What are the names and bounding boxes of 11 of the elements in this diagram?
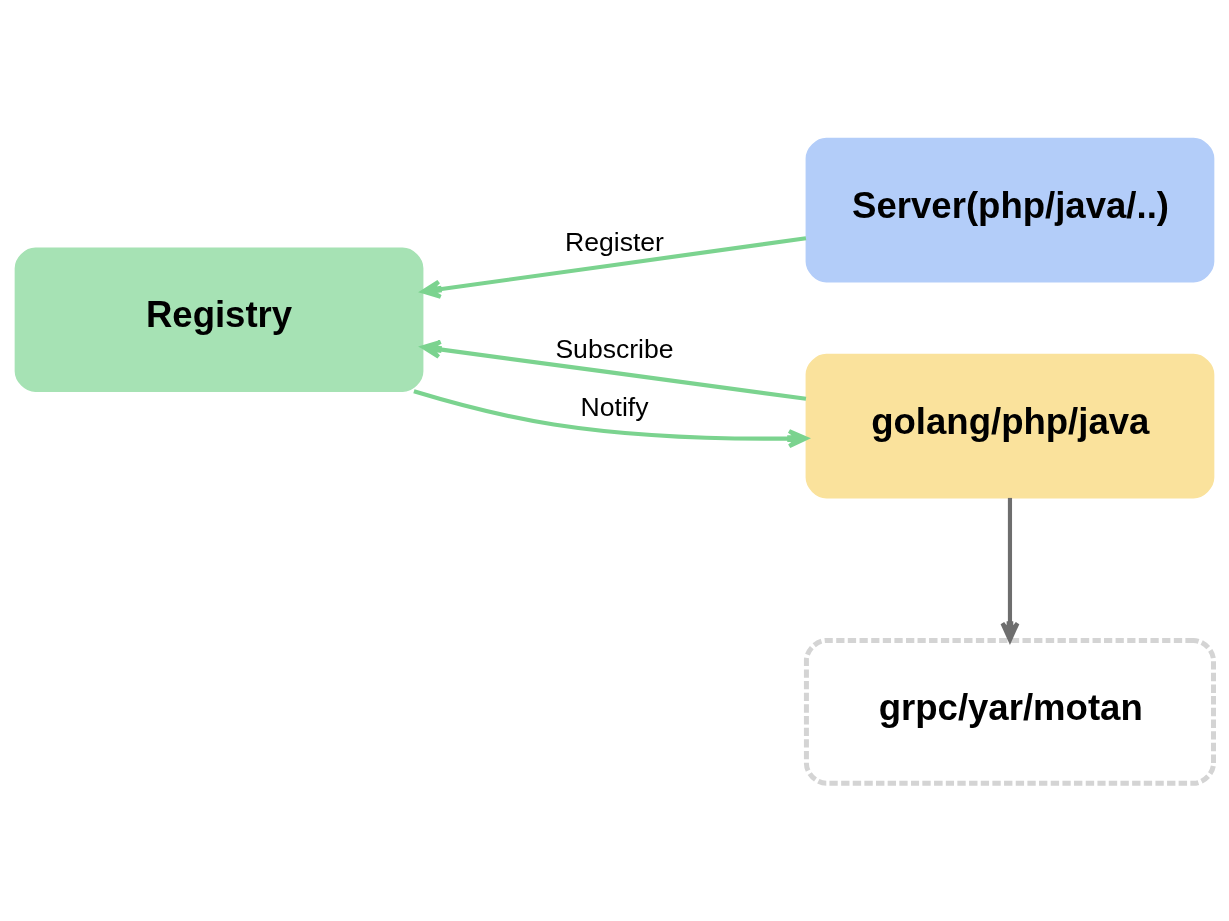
edge-label: Register bbox=[565, 226, 664, 257]
node-box: Server(php/java/..) bbox=[805, 137, 1215, 282]
edge-label: Subscribe bbox=[555, 333, 674, 364]
node-box: Registry bbox=[14, 247, 424, 392]
edge-label: Notify bbox=[580, 391, 649, 422]
arrow bbox=[421, 235, 807, 299]
arrow bbox=[421, 339, 807, 401]
node-box: golang/php/java bbox=[805, 353, 1215, 498]
arrow bbox=[1000, 497, 1020, 642]
arrow bbox=[413, 388, 808, 448]
node-box: grpc/yar/motan bbox=[803, 637, 1216, 786]
